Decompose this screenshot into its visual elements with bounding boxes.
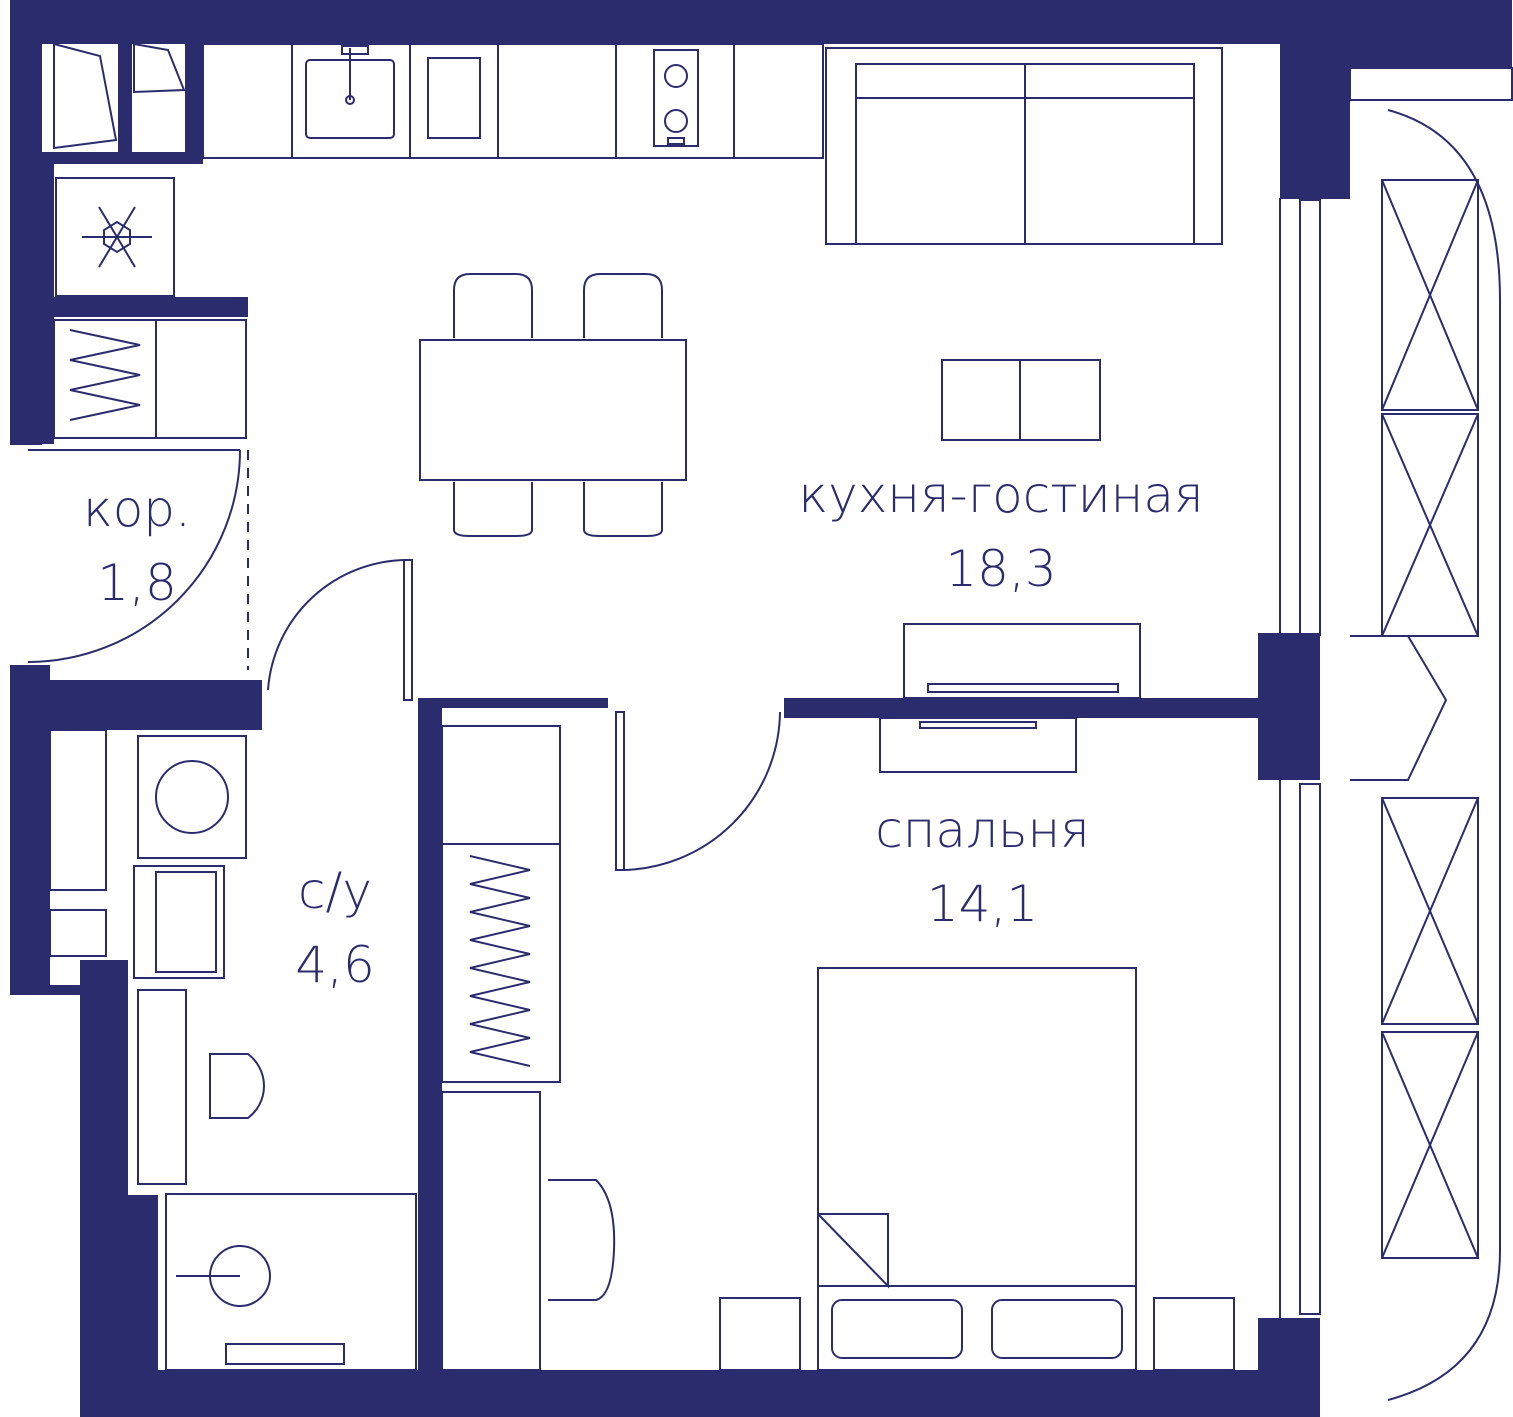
room-label-corridor: кор. 1,8 <box>62 484 212 608</box>
window-lower <box>1299 783 1321 1315</box>
wall-top <box>10 0 1300 44</box>
room-area: 4,6 <box>295 936 375 994</box>
balcony-panels <box>1381 179 1479 1259</box>
room-label-living: кухня-гостиная 18,3 <box>776 470 1226 594</box>
corridor-door-swing <box>27 449 241 663</box>
room-name: спальня <box>875 801 1090 859</box>
toilet-bowl <box>209 1053 265 1119</box>
snowflake-icon <box>82 206 152 268</box>
room-name: кор. <box>83 480 191 538</box>
toilet-tank <box>137 989 187 1185</box>
wall-bath-edge <box>10 985 128 995</box>
room-label-bathroom: с/у 4,6 <box>260 866 410 990</box>
wall-living-bedroom <box>784 698 1258 718</box>
walls <box>10 0 1512 1417</box>
bed <box>817 967 1137 1371</box>
wall-freezer-shelf <box>42 297 248 317</box>
bath-sink <box>133 865 225 979</box>
living-door-swing <box>267 558 409 691</box>
nightstand-left <box>719 1297 801 1371</box>
stove <box>653 49 699 147</box>
wall-left-lower-b <box>80 960 128 1417</box>
wall-niche-top <box>42 152 203 164</box>
wall-bottom <box>80 1370 1320 1417</box>
dining-table <box>419 339 687 481</box>
shower <box>165 1193 417 1371</box>
room-area: 1,8 <box>97 554 177 612</box>
room-area: 18,3 <box>945 540 1057 598</box>
wall-right-column-top <box>1280 44 1350 199</box>
wall-bath-partition <box>418 700 442 1370</box>
room-name: кухня-гостиная <box>798 466 1204 524</box>
washing-machine <box>137 735 247 859</box>
nightstand-right <box>1153 1297 1235 1371</box>
wall-shower-column <box>128 1195 158 1370</box>
bedroom-shelf <box>879 717 1077 773</box>
room-label-bedroom: спальня 14,1 <box>860 805 1105 929</box>
wall-partition-top <box>418 698 608 708</box>
desk <box>441 1091 541 1371</box>
bedroom-door-swing <box>619 711 781 871</box>
corridor-wardrobe <box>53 319 247 439</box>
room-name: с/у <box>298 862 372 920</box>
room-area: 14,1 <box>926 875 1039 933</box>
bedroom-wardrobe <box>441 725 561 1083</box>
wall-kitchen-divider <box>118 44 132 152</box>
fixtures <box>27 42 1513 1401</box>
desk-chair <box>548 1179 616 1301</box>
wall-bath-top <box>10 680 262 730</box>
wall-left-upper <box>10 0 42 445</box>
kitchen-counter <box>202 43 824 159</box>
wall-kitchen-corner <box>185 44 203 164</box>
tv-stand <box>903 623 1141 699</box>
dishwasher <box>427 57 481 139</box>
wall-right-column-mid <box>1258 633 1320 780</box>
freezer <box>55 177 175 297</box>
balcony-outline <box>1387 109 1501 1401</box>
window-upper <box>1299 199 1321 636</box>
